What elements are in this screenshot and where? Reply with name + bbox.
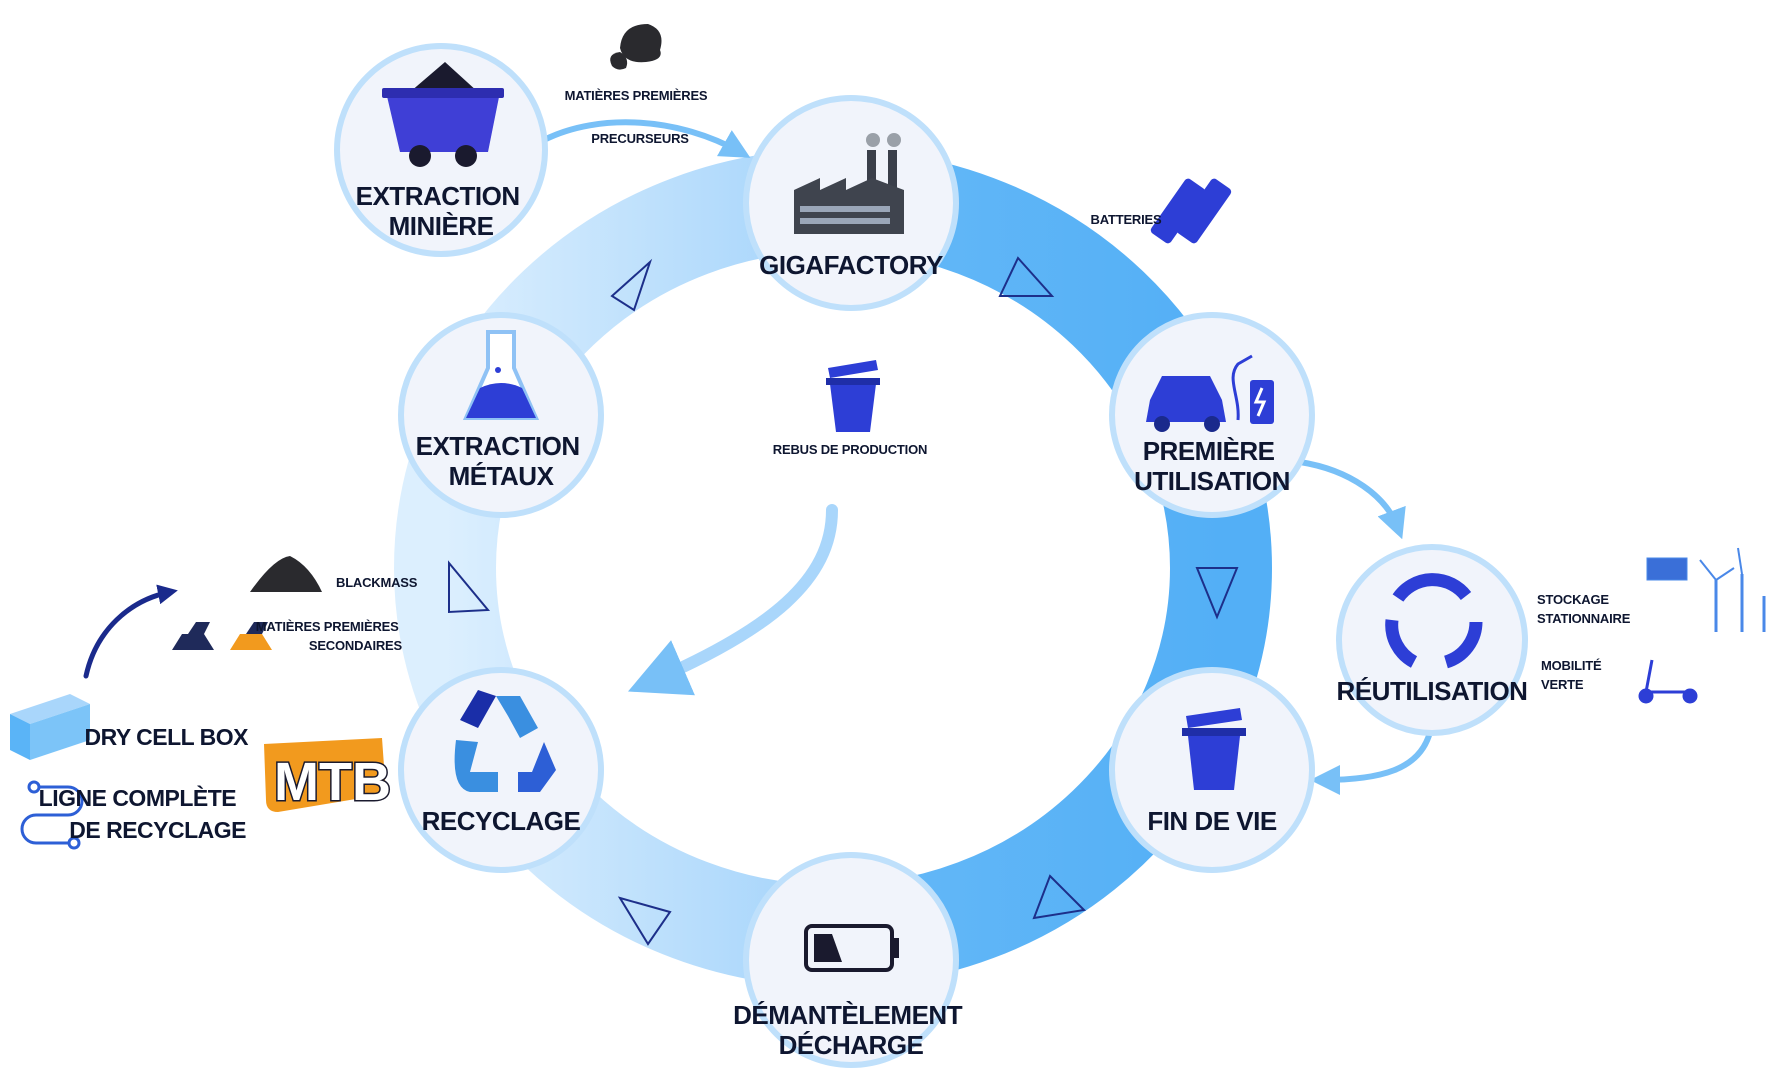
label-mobilite: MOBILITÉ VERTE <box>1541 658 1605 692</box>
node-line: EXTRACTION <box>356 181 520 211</box>
scooter-icon <box>1638 659 1698 704</box>
node-line: FIN DE VIE <box>1147 806 1277 836</box>
arrow-use-to-reuse <box>1297 459 1406 540</box>
flow-triangle <box>1195 567 1239 620</box>
arrow-scrap-to-recycling <box>627 504 838 696</box>
flow-triangle <box>448 560 491 614</box>
node-line: EXTRACTION <box>416 431 580 461</box>
arrow-reuse-to-endoflife <box>1310 729 1433 795</box>
flask-icon <box>462 330 540 420</box>
wind-solar-icon <box>1646 547 1766 632</box>
node-extraction-miniere[interactable]: EXTRACTION MINIÈRE <box>334 43 548 257</box>
flow-triangle <box>1032 874 1087 920</box>
node-line: DÉCHARGE <box>779 1030 924 1060</box>
node-line: MINIÈRE <box>389 211 494 241</box>
node-premiere-utilisation[interactable]: PREMIÈRE UTILISATION <box>1109 312 1315 518</box>
label-stockage: STOCKAGE STATIONNAIRE <box>1537 592 1631 626</box>
blackmass-pile-icon <box>250 556 322 592</box>
node-reutilisation[interactable]: RÉUTILISATION <box>1336 544 1528 736</box>
node-line: DÉMANTÈLEMENT <box>733 1000 963 1030</box>
label-batteries: BATTERIES <box>1091 212 1162 227</box>
arrow-recycled-materials <box>83 584 178 679</box>
node-line: GIGAFACTORY <box>759 250 943 280</box>
mtb-logo: MTB <box>264 738 392 814</box>
mine-cart-icon <box>382 62 504 167</box>
coal-icon <box>610 24 662 70</box>
battery-low-icon <box>804 924 899 972</box>
recycle-symbol-icon <box>454 690 556 792</box>
process-line-icon <box>20 780 84 850</box>
label-dry-cell-box: DRY CELL BOX <box>84 724 249 750</box>
svg-text:DÉMANTÈLEMENT DÉCHARGE: DÉMANTÈLEMENT DÉCHARGE <box>733 1000 969 1060</box>
batteries-icon <box>1150 178 1232 244</box>
node-line: RÉUTILISATION <box>1337 676 1528 706</box>
container-icon <box>10 694 90 760</box>
flow-triangle <box>617 896 672 946</box>
car-charging-icon <box>1146 354 1274 432</box>
svg-text:EXTRACTION MÉTAUX: EXTRACTION MÉTAUX <box>416 431 587 491</box>
node-recyclage[interactable]: RECYCLAGE <box>398 667 604 873</box>
node-gigafactory[interactable]: GIGAFACTORY <box>743 95 959 311</box>
label-matieres-premieres: MATIÈRES PREMIÈRES <box>565 88 708 103</box>
node-line: RECYCLAGE <box>422 806 581 836</box>
label-ligne-recyclage: LIGNE COMPLÈTE DE RECYCLAGE <box>39 784 246 843</box>
trash-can-icon <box>826 360 880 432</box>
label-rebus-production: REBUS DE PRODUCTION <box>773 442 927 457</box>
connector-arrows <box>541 119 1433 795</box>
factory-icon <box>794 133 904 234</box>
arrow-mine-to-gigafactory <box>541 119 751 158</box>
svg-text:MTB: MTB <box>274 752 391 812</box>
node-demantelement[interactable]: DÉMANTÈLEMENT DÉCHARGE <box>733 852 969 1068</box>
label-blackmass: BLACKMASS <box>336 575 418 590</box>
node-line: MÉTAUX <box>449 461 555 491</box>
node-fin-de-vie[interactable]: FIN DE VIE <box>1109 667 1315 873</box>
recycle-arrows-icon <box>1385 573 1483 669</box>
node-extraction-metaux[interactable]: EXTRACTION MÉTAUX <box>398 312 604 518</box>
flow-triangle <box>610 258 653 312</box>
ingots-icon <box>172 622 272 650</box>
label-matieres-secondaires: MATIÈRES PREMIÈRES SECONDAIRES <box>256 619 403 653</box>
flow-triangle <box>998 256 1055 297</box>
flow-direction-markers <box>448 256 1239 946</box>
trash-can-icon <box>1182 708 1246 790</box>
label-precurseurs: PRECURSEURS <box>591 131 689 146</box>
node-line: PREMIÈRE <box>1143 436 1275 466</box>
node-line: UTILISATION <box>1134 466 1290 496</box>
svg-text:PREMIÈRE UTILISATION: PREMIÈRE UTILISATION <box>1134 436 1290 496</box>
svg-text:EXTRACTION MINIÈRE: EXTRACTION MINIÈRE <box>356 181 527 241</box>
